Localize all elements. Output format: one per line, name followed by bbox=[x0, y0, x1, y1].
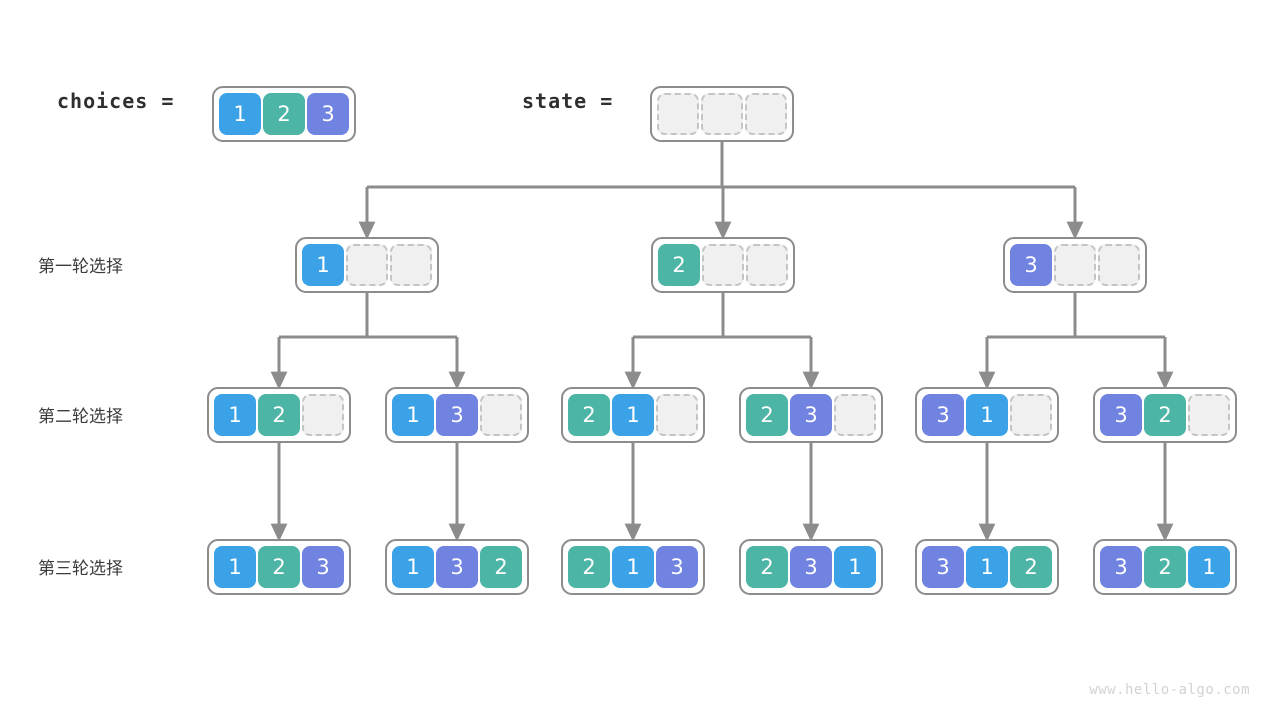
round-2-node-3-cell-1: 3 bbox=[790, 394, 832, 436]
round-2-node-0-cell-0: 1 bbox=[214, 394, 256, 436]
round-2-node-3-cell-0: 2 bbox=[746, 394, 788, 436]
round-1-node-1-cell-2 bbox=[746, 244, 788, 286]
round-3-node-0-cell-1: 2 bbox=[258, 546, 300, 588]
round-1-node-0: 1 bbox=[295, 237, 439, 293]
round-2-node-2-cell-1: 1 bbox=[612, 394, 654, 436]
round-2-node-3-cell-2 bbox=[834, 394, 876, 436]
round-3-node-1-cell-2: 2 bbox=[480, 546, 522, 588]
round-3-node-3-cell-1: 3 bbox=[790, 546, 832, 588]
watermark: www.hello-algo.com bbox=[1089, 682, 1250, 698]
round-1-node-0-cell-2 bbox=[390, 244, 432, 286]
state-array-cell-2 bbox=[745, 93, 787, 135]
round-3-node-4-cell-0: 3 bbox=[922, 546, 964, 588]
round-1-node-2-cell-0: 3 bbox=[1010, 244, 1052, 286]
round-2-node-1-cell-0: 1 bbox=[392, 394, 434, 436]
round-2-node-2-cell-2 bbox=[656, 394, 698, 436]
choices-array-cell-0: 1 bbox=[219, 93, 261, 135]
choices-array-cell-1: 2 bbox=[263, 93, 305, 135]
round-1-node-0-cell-1 bbox=[346, 244, 388, 286]
row-label-round-2: 第二轮选择 bbox=[38, 407, 123, 427]
round-2-node-5-cell-1: 2 bbox=[1144, 394, 1186, 436]
round-3-node-0-cell-2: 3 bbox=[302, 546, 344, 588]
round-2-node-0-cell-1: 2 bbox=[258, 394, 300, 436]
round-2-node-1-cell-2 bbox=[480, 394, 522, 436]
round-2-node-5-cell-2 bbox=[1188, 394, 1230, 436]
round-3-node-5-cell-2: 1 bbox=[1188, 546, 1230, 588]
round-1-node-2-cell-1 bbox=[1054, 244, 1096, 286]
round-3-node-5-cell-0: 3 bbox=[1100, 546, 1142, 588]
round-2-node-4-cell-1: 1 bbox=[966, 394, 1008, 436]
round-1-node-0-cell-0: 1 bbox=[302, 244, 344, 286]
round-2-node-1-cell-1: 3 bbox=[436, 394, 478, 436]
round-1-node-2: 3 bbox=[1003, 237, 1147, 293]
choices-array-cell-2: 3 bbox=[307, 93, 349, 135]
row-label-round-3: 第三轮选择 bbox=[38, 559, 123, 579]
row-label-round-1: 第一轮选择 bbox=[38, 257, 123, 277]
round-1-node-1-cell-0: 2 bbox=[658, 244, 700, 286]
round-2-node-5-cell-0: 3 bbox=[1100, 394, 1142, 436]
round-3-node-4-cell-1: 1 bbox=[966, 546, 1008, 588]
round-3-node-0-cell-0: 1 bbox=[214, 546, 256, 588]
round-2-node-0-cell-2 bbox=[302, 394, 344, 436]
state-label: state = bbox=[522, 89, 614, 113]
round-3-node-3-cell-0: 2 bbox=[746, 546, 788, 588]
round-3-node-2-cell-2: 3 bbox=[656, 546, 698, 588]
round-2-node-2-cell-0: 2 bbox=[568, 394, 610, 436]
round-3-node-2-cell-1: 1 bbox=[612, 546, 654, 588]
round-2-node-4-cell-2 bbox=[1010, 394, 1052, 436]
round-3-node-3-cell-2: 1 bbox=[834, 546, 876, 588]
round-3-node-2-cell-0: 2 bbox=[568, 546, 610, 588]
round-1-node-1-cell-1 bbox=[702, 244, 744, 286]
round-3-node-4-cell-2: 2 bbox=[1010, 546, 1052, 588]
round-1-node-1: 2 bbox=[651, 237, 795, 293]
choices-label: choices = bbox=[57, 89, 175, 113]
round-3-node-1-cell-1: 3 bbox=[436, 546, 478, 588]
state-array bbox=[650, 86, 794, 142]
round-2-node-4-cell-0: 3 bbox=[922, 394, 964, 436]
state-array-cell-0 bbox=[657, 93, 699, 135]
round-3-node-5-cell-1: 2 bbox=[1144, 546, 1186, 588]
round-1-node-2-cell-2 bbox=[1098, 244, 1140, 286]
state-array-cell-1 bbox=[701, 93, 743, 135]
round-3-node-1-cell-0: 1 bbox=[392, 546, 434, 588]
